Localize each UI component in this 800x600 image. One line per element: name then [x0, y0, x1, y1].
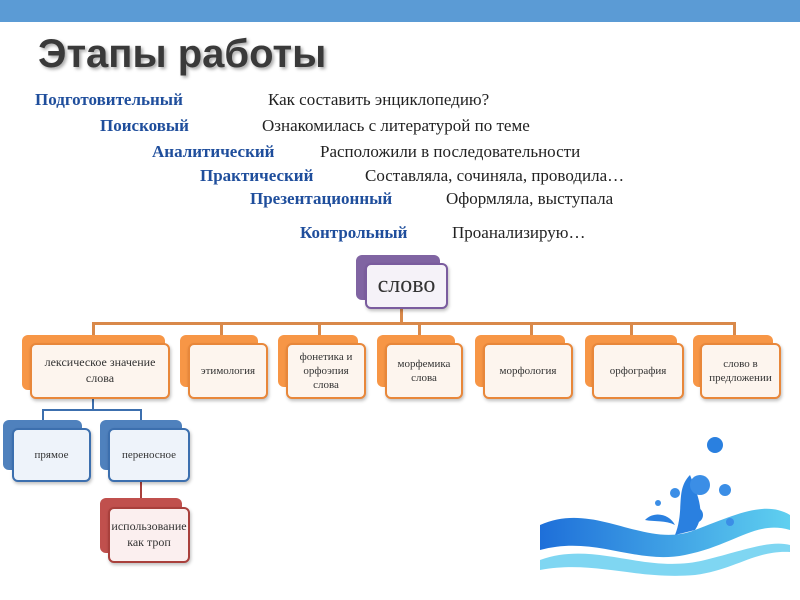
- node-literal: прямое: [12, 428, 91, 482]
- stage-label: Контрольный: [300, 223, 408, 242]
- node-phonetics: фонетика и орфоэпия слова: [286, 343, 366, 399]
- connector: [418, 322, 421, 336]
- stage-label: Практический: [200, 166, 314, 185]
- connector: [530, 322, 533, 336]
- stage-text: Как составить энциклопедию?: [268, 90, 490, 109]
- root-label: слово: [365, 263, 448, 309]
- stage-text: Расположили в последовательности: [320, 142, 581, 161]
- connector: [220, 322, 223, 336]
- connector: [630, 322, 633, 336]
- node-trope: использование как троп: [108, 507, 190, 563]
- connector: [42, 409, 142, 411]
- connector: [400, 308, 403, 324]
- node-etymology: этимология: [188, 343, 268, 399]
- stage-label: Презентационный: [250, 189, 393, 208]
- stage-label: Аналитический: [152, 142, 275, 161]
- stage-label: Поисковый: [100, 116, 189, 135]
- connector: [92, 322, 734, 325]
- node-lexical: лексическое значение слова: [30, 343, 170, 399]
- node-morphemics: морфемика слова: [385, 343, 463, 399]
- connector: [42, 409, 44, 421]
- node-morphology: морфология: [483, 343, 573, 399]
- water-splash-icon: [540, 437, 790, 576]
- connector: [318, 322, 321, 336]
- stage-row: Подготовительный: [35, 90, 183, 110]
- node-word-in-sentence: слово в предложении: [700, 343, 781, 399]
- stage-text: Оформляла, выступала: [446, 189, 614, 208]
- node-figurative: переносное: [108, 428, 190, 482]
- stage-text: Составляла, сочиняла, проводила…: [365, 166, 625, 185]
- connector: [92, 398, 94, 410]
- stage-label: Подготовительный: [35, 90, 183, 109]
- connector: [92, 322, 95, 336]
- stage-text: Ознакомилась с литературой по теме: [262, 116, 530, 135]
- node-orthography: орфография: [592, 343, 684, 399]
- top-bar: [0, 0, 800, 22]
- connector: [140, 482, 142, 500]
- connector: [140, 409, 142, 421]
- connector: [733, 322, 736, 336]
- slide-title: Этапы работы: [38, 32, 327, 76]
- stage-text: Проанализирую…: [452, 223, 586, 242]
